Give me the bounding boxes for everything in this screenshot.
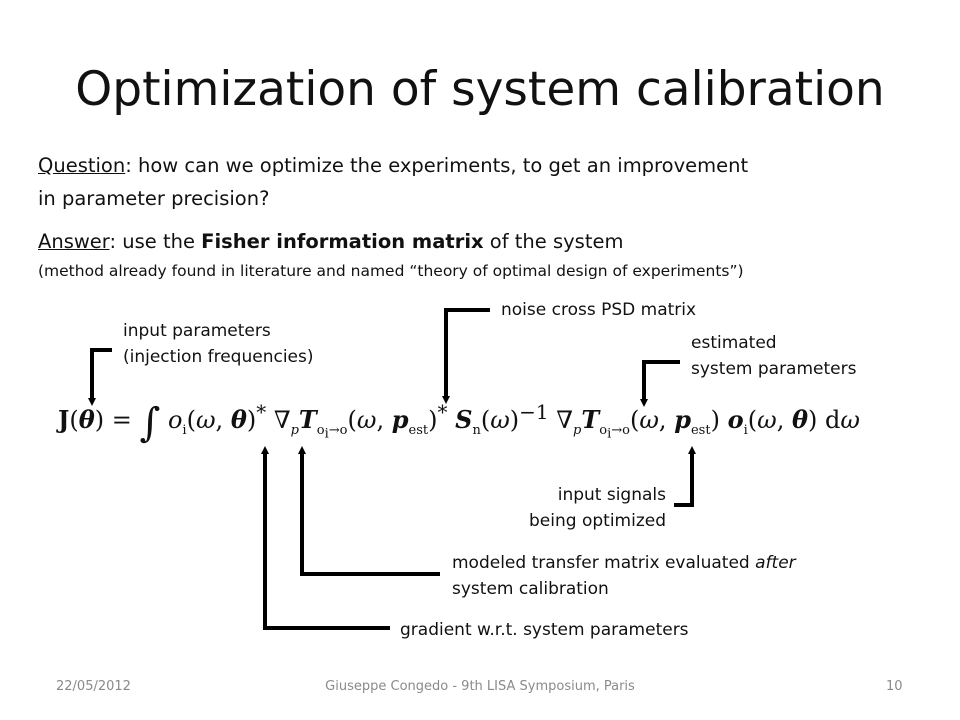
question-line-2: in parameter precision? (38, 187, 270, 210)
arrow-estimated-params (640, 360, 680, 407)
answer-label: Answer (38, 230, 110, 253)
arrow-transfer-matrix (298, 446, 440, 576)
input-signals-label: input signals being optimized (529, 485, 666, 531)
answer-pre: : use the (109, 230, 202, 253)
arrow-input-signals (674, 446, 696, 507)
footer-event: Giuseppe Congedo - 9th LISA Symposium, P… (325, 679, 635, 694)
answer-post: of the system (483, 230, 624, 253)
arrow-gradient (261, 446, 390, 630)
footer-date: 22/05/2012 (56, 679, 131, 694)
fisher-equation: J(θ) = ∫ oi(ω, θ)* ∇pToi→o(ω, pest)* Sn(… (58, 400, 860, 446)
question-line: Question: how can we optimize the experi… (38, 150, 748, 182)
footer-page-number: 10 (886, 679, 903, 694)
answer-line: Answer: use the Fisher information matri… (38, 226, 623, 258)
question-label: Question (38, 154, 126, 177)
arrow-input-params (88, 348, 112, 406)
answer-bold: Fisher information matrix (201, 230, 484, 253)
noise-psd-label: noise cross PSD matrix (501, 300, 697, 320)
slide-title: Optimization of system calibration (75, 62, 885, 117)
estimated-params-label: estimated system parameters (691, 333, 857, 379)
method-note: (method already found in literature and … (38, 262, 744, 280)
arrow-noise-psd (442, 308, 490, 404)
input-params-label: input parameters (injection frequencies) (123, 321, 314, 367)
gradient-label: gradient w.r.t. system parameters (400, 620, 689, 640)
transfer-matrix-label: modeled transfer matrix evaluated after … (452, 553, 796, 599)
question-text: : how can we optimize the experiments, t… (125, 154, 749, 177)
